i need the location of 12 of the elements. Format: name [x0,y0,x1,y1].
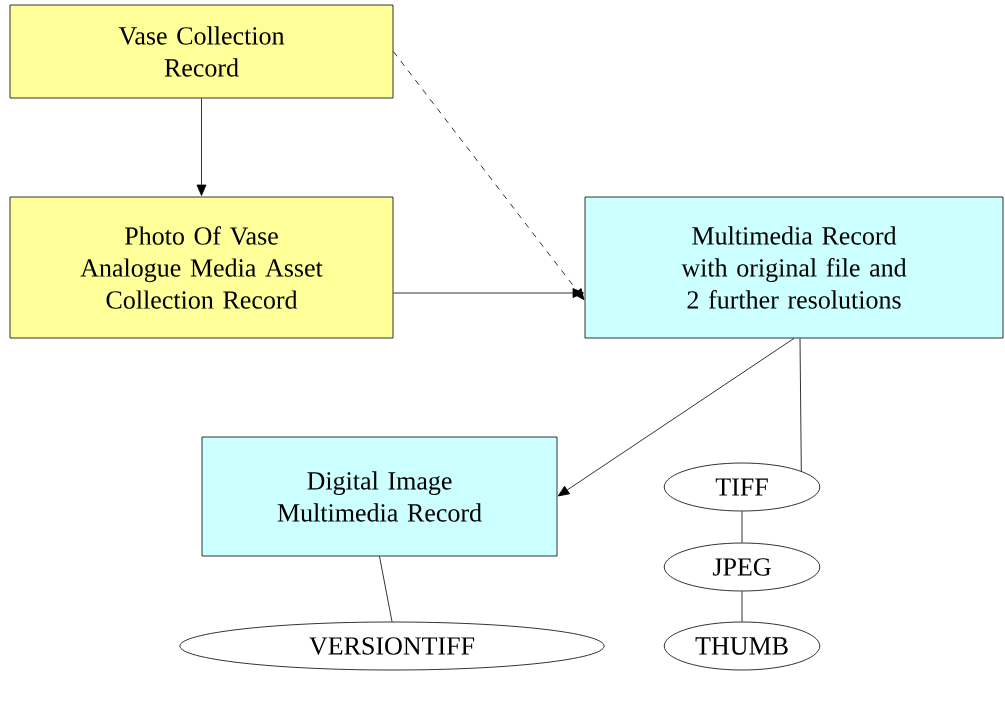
connector-line [379,556,393,622]
record-box: Multimedia Record with original file and 2 further resolutions [584,196,1004,339]
connector-line [741,591,743,622]
arrow [393,51,585,301]
record-box: Digital Image Multimedia Record [201,436,558,557]
arrow [557,338,795,497]
arrow [393,288,584,298]
record-box: Vase Collection Record [9,4,394,99]
connector-line [741,511,743,543]
record-box: Photo Of Vase Analogue Media Asset Collection Record [9,196,394,339]
connector-line [799,338,802,472]
arrow [196,98,207,196]
